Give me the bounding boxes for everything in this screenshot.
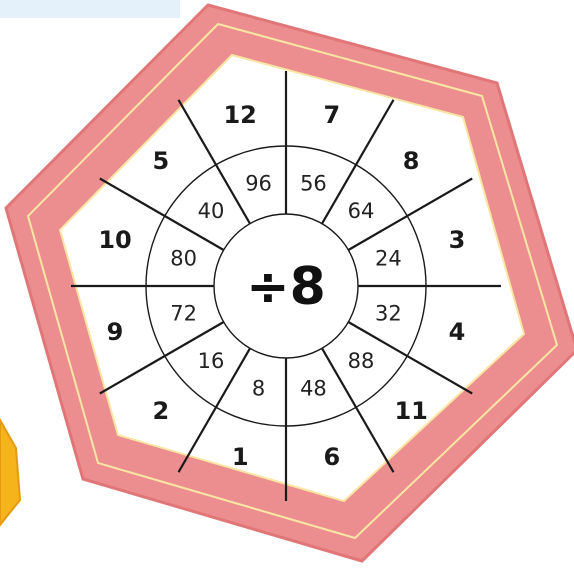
corner-tile-decoration	[0, 420, 20, 525]
center-operation-label: ÷8	[246, 257, 326, 317]
segment-dividend: 48	[300, 376, 327, 400]
segment-quotient: 9	[107, 318, 124, 346]
segment-quotient: 10	[98, 226, 131, 254]
segment-quotient: 2	[152, 397, 169, 425]
segment-quotient: 5	[152, 147, 169, 175]
segment-quotient: 1	[232, 443, 249, 471]
segment-quotient: 12	[223, 101, 256, 129]
segment-quotient: 8	[403, 147, 420, 175]
segment-quotient: 11	[394, 397, 427, 425]
segment-dividend: 40	[198, 199, 225, 223]
corner-glow-decoration	[0, 0, 180, 18]
segment-quotient: 4	[449, 318, 466, 346]
segment-quotient: 7	[323, 101, 340, 129]
segment-dividend: 8	[252, 376, 265, 400]
segment-quotient: 6	[323, 443, 340, 471]
segment-dividend: 80	[170, 247, 197, 271]
segment-dividend: 56	[300, 172, 327, 196]
segment-dividend: 24	[375, 247, 402, 271]
segment-dividend: 72	[170, 301, 197, 325]
segment-dividend: 64	[348, 199, 375, 223]
segment-dividend: 16	[198, 349, 225, 373]
segment-quotient: 3	[449, 226, 466, 254]
segment-dividend: 88	[348, 349, 375, 373]
segment-dividend: 96	[245, 172, 272, 196]
segment-dividend: 32	[375, 301, 402, 325]
